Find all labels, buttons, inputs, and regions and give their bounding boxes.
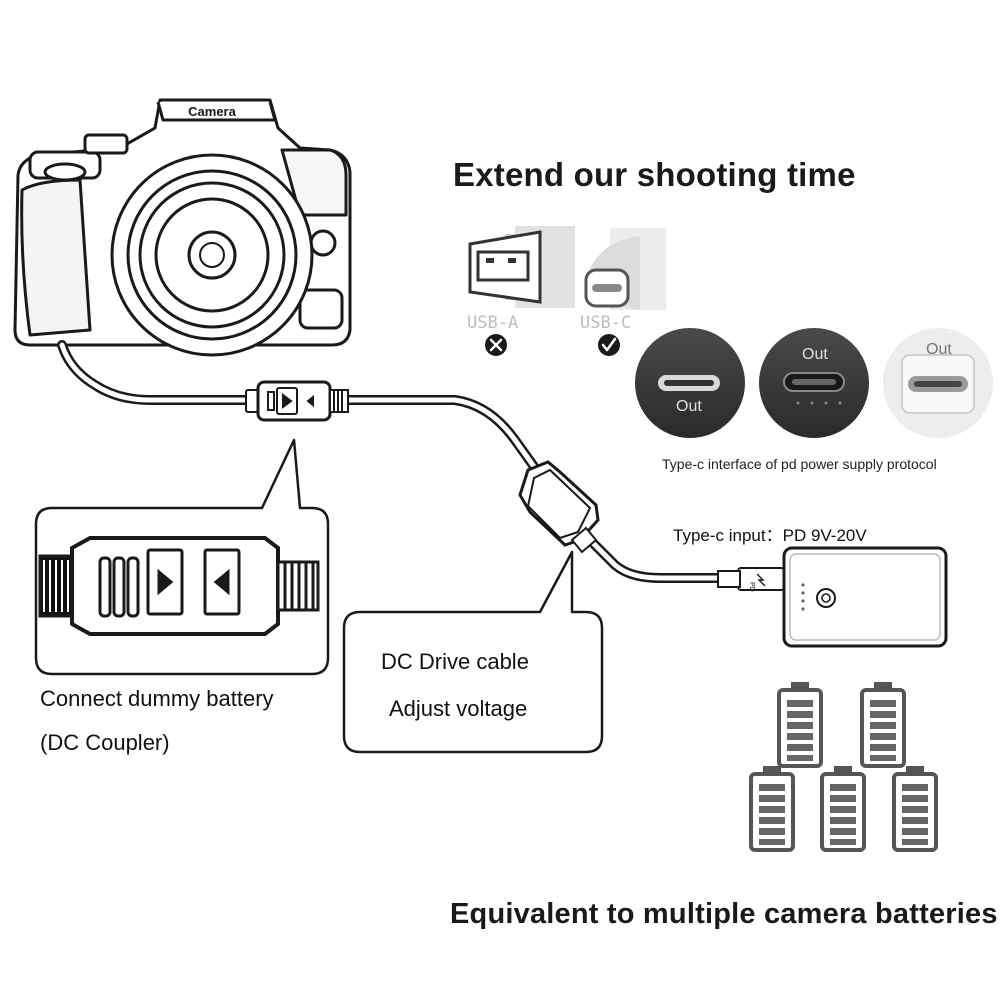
port2-label: Out	[802, 346, 828, 363]
dc-coupler-zoom	[38, 536, 320, 636]
check-circle-icon	[598, 334, 620, 356]
dc-coupler-line2: (DC Coupler)	[40, 730, 170, 755]
lightning-icon	[756, 573, 766, 587]
usb-c-label: USB-C	[580, 313, 632, 333]
power-icon	[816, 588, 836, 608]
camera-illustration	[13, 98, 352, 357]
dc-cable-line2: Adjust voltage	[389, 696, 528, 721]
dc-drive-box	[518, 460, 600, 554]
battery-icon	[892, 764, 938, 852]
headline-bottom: Equivalent to multiple camera batteries	[450, 898, 998, 930]
typec-port-dark-1	[635, 328, 745, 438]
dc-coupler-line1: Connect dummy battery	[40, 686, 274, 711]
dc-cable-line1: DC Drive cable	[381, 649, 529, 674]
usb-a-plug	[468, 226, 575, 308]
typec-caption: Type-c interface of pd power supply prot…	[662, 456, 937, 472]
usb-a-label: USB-A	[467, 313, 519, 333]
camera-label: Camera	[188, 104, 236, 119]
usb-c-plug	[584, 228, 666, 310]
power-bank-input-label: Type-c input：PD 9V-20V	[673, 526, 867, 545]
battery-icon	[820, 764, 866, 852]
battery-stack	[749, 680, 938, 852]
cross-circle-icon	[485, 334, 507, 356]
plug-pd-marking: PD	[748, 582, 755, 592]
cable-lines	[57, 340, 745, 583]
dc-coupler-connector	[245, 380, 349, 422]
typec-port-light-3	[883, 328, 993, 438]
dc-drive-callout	[342, 550, 604, 754]
headline-top: Extend our shooting time	[453, 156, 856, 193]
battery-icon	[749, 764, 795, 852]
typec-port-dark-2	[759, 328, 869, 438]
battery-icon	[860, 680, 906, 768]
battery-icon	[777, 680, 823, 768]
port1-label: Out	[676, 398, 702, 415]
power-bank	[717, 546, 948, 648]
port3-label: Out	[926, 341, 952, 358]
